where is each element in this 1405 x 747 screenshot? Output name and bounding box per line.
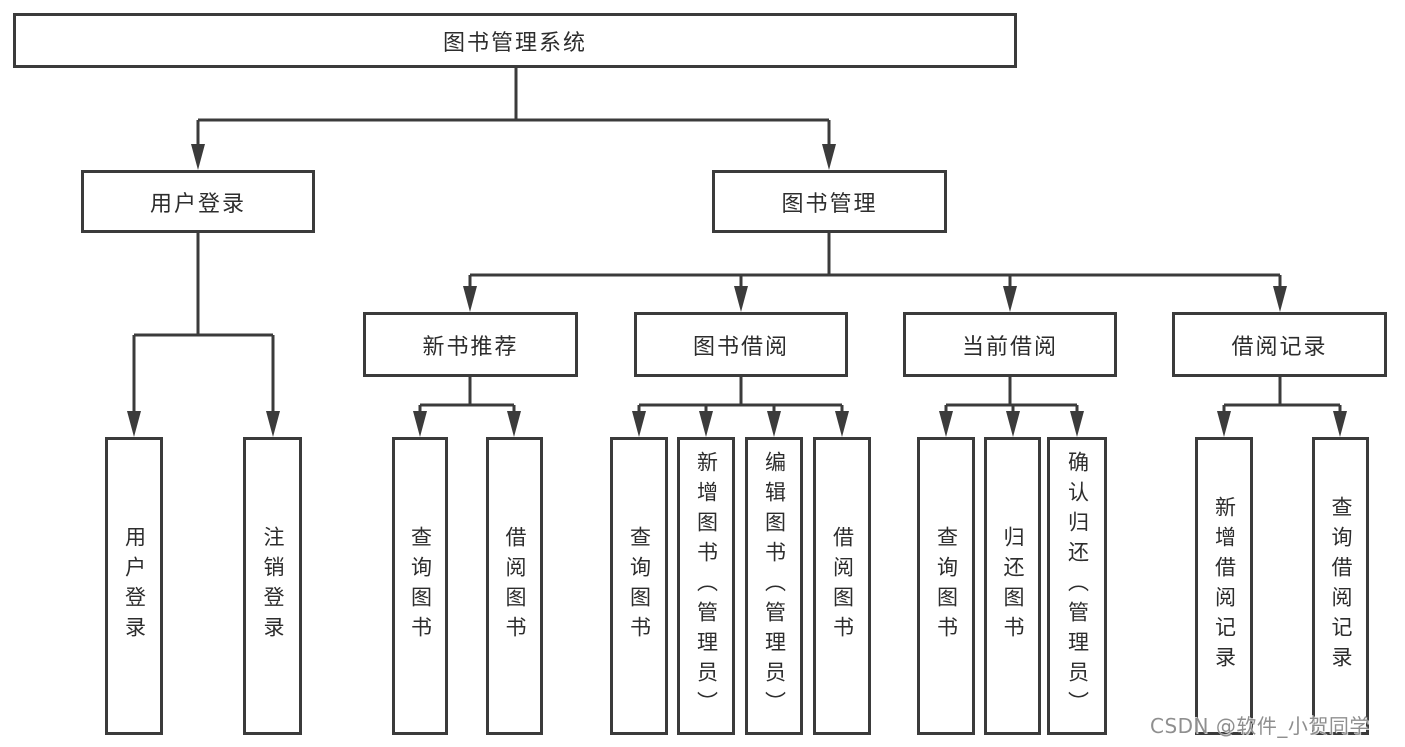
node-label: 编辑图书（管理员） [762,451,787,721]
leaf-borrow-books-recommend: 借阅图书 [486,437,543,735]
node-label: 借阅记录 [1231,334,1328,360]
leaf-query-books-current: 查询图书 [917,437,975,735]
node-label: 借阅图书 [830,526,855,646]
node-library-management-system: 图书管理系统 [13,13,1017,68]
leaf-add-books-admin: 新增图书（管理员） [677,437,735,735]
node-label: 图书管理 [781,191,878,217]
leaf-confirm-return-admin: 确认归还（管理员） [1047,437,1107,735]
arrowheads [127,144,1347,437]
node-label: 归还图书 [1001,526,1025,646]
node-book-borrowing: 图书借阅 [634,312,848,377]
node-label: 注销登录 [261,526,285,646]
node-borrowing-records: 借阅记录 [1172,312,1387,377]
node-user-login: 用户登录 [81,170,315,233]
node-label: 图书借阅 [692,334,789,360]
leaf-add-borrow-record: 新增借阅记录 [1195,437,1253,735]
node-label: 新书推荐 [422,334,519,360]
leaf-query-books-borrowing: 查询图书 [610,437,668,735]
leaf-logout: 注销登录 [243,437,302,735]
leaf-borrow-books: 借阅图书 [813,437,871,735]
node-book-management: 图书管理 [712,170,947,233]
leaf-edit-books-admin: 编辑图书（管理员） [745,437,803,735]
node-label: 确认归还（管理员） [1065,451,1090,721]
node-new-book-recommend: 新书推荐 [363,312,578,377]
csdn-watermark: CSDN @软件_小贺同学 [1150,714,1370,738]
node-label: 查询图书 [934,526,959,646]
node-current-borrowing: 当前借阅 [903,312,1117,377]
node-label: 图书管理系统 [442,30,587,56]
node-label: 查询借阅记录 [1329,496,1353,676]
node-label: 用户登录 [122,526,147,646]
leaf-query-borrow-record: 查询借阅记录 [1312,437,1369,735]
node-label: 当前借阅 [961,334,1058,360]
node-label: 用户登录 [149,191,246,217]
node-label: 新增图书（管理员） [694,451,719,721]
node-label: 新增借阅记录 [1212,496,1237,676]
leaf-return-books: 归还图书 [984,437,1041,735]
node-label: 借阅图书 [503,526,527,646]
node-label: 查询图书 [627,526,652,646]
node-label: 查询图书 [408,526,433,646]
leaf-user-login: 用户登录 [105,437,163,735]
leaf-query-books-recommend: 查询图书 [392,437,448,735]
